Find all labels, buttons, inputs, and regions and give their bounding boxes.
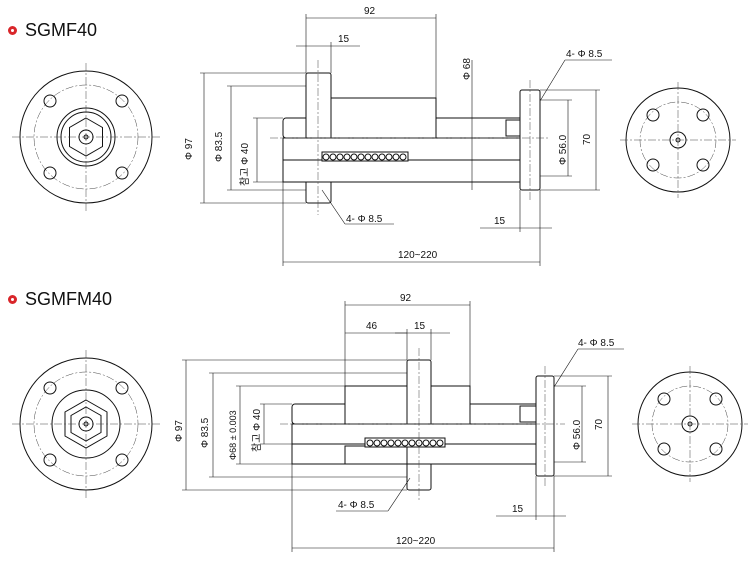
- drawing-1-left-end-view: [12, 63, 160, 211]
- bullet-icon: [8, 295, 17, 304]
- drawing-1-title-text: SGMF40: [25, 20, 98, 40]
- dim-text: Φ 97: [174, 420, 185, 442]
- dim-text: Φ 97: [184, 138, 195, 160]
- dim-text: Φ 83.5: [214, 131, 225, 162]
- dim-text: Φ68 ± 0.003: [228, 410, 238, 460]
- drawing-1-right-end-view: [620, 82, 736, 198]
- dim-text: 15: [494, 216, 506, 227]
- ball-row: [322, 153, 407, 161]
- dim-text: 92: [364, 6, 376, 17]
- dim-text: 46: [366, 321, 378, 332]
- drawing-2-dimensions: 92 46 15 4- Φ 8.5 Φ 97 Φ 83.5 Φ68 ± 0.00…: [174, 293, 624, 552]
- bullet-icon: [8, 26, 17, 35]
- drawing-2-title: SGMFM40: [8, 289, 112, 310]
- drawing-2-title-text: SGMFM40: [25, 289, 113, 309]
- dim-text: 15: [338, 34, 350, 45]
- dim-text: 4- Φ 8.5: [346, 214, 383, 225]
- dim-text: 4- Φ 8.5: [578, 338, 615, 349]
- dim-text: 70: [594, 418, 605, 430]
- dim-text: 70: [582, 133, 593, 145]
- dim-text: 15: [414, 321, 426, 332]
- drawing-2-right-end-view: [632, 366, 748, 482]
- dim-text: 4- Φ 8.5: [338, 500, 375, 511]
- dim-text: Φ 83.5: [200, 417, 211, 448]
- dim-text: 4- Φ 8.5: [566, 49, 603, 60]
- dim-text: 120~220: [396, 536, 436, 547]
- dim-text: Φ 68: [462, 58, 473, 80]
- dim-text: 15: [512, 504, 524, 515]
- dim-text: Φ 56.0: [572, 419, 583, 450]
- drawing-1-dimensions: 92 15 Φ 68 4- Φ 8.5 Φ 97 Φ 83.5 참고 Φ 40 …: [184, 6, 612, 266]
- drawing-2-side-view: [280, 348, 565, 500]
- dim-text: 참고 Φ 40: [239, 143, 251, 186]
- dim-text: 120~220: [398, 250, 438, 261]
- dim-text: 참고 Φ 40: [251, 409, 263, 452]
- drawing-1-side-view: [270, 60, 550, 215]
- drawing-1-title: SGMF40: [8, 20, 97, 41]
- dim-text: 92: [400, 293, 412, 304]
- drawing-2-left-end-view: [12, 350, 160, 498]
- dim-text: Φ 56.0: [558, 134, 569, 165]
